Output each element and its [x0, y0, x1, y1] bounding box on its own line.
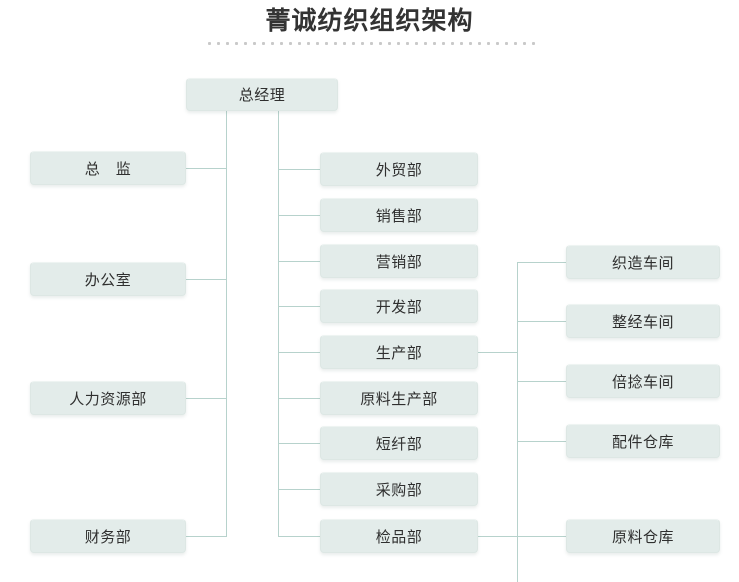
connector-mid-4	[278, 306, 321, 307]
node-raw-material-production[interactable]: 原料生产部	[320, 381, 478, 415]
node-warping-workshop[interactable]: 整经车间	[566, 304, 720, 338]
node-general-manager[interactable]: 总经理	[186, 78, 338, 111]
connector-right-1	[517, 262, 566, 263]
connector-trunk-left	[226, 111, 227, 536]
connector-right-bus	[517, 262, 518, 582]
node-twisting-workshop[interactable]: 倍捻车间	[566, 364, 720, 398]
node-inspection[interactable]: 检品部	[320, 519, 478, 553]
node-sales[interactable]: 销售部	[320, 198, 478, 232]
connector-trunk-right	[278, 111, 279, 536]
node-foreign-trade[interactable]: 外贸部	[320, 152, 478, 186]
node-office[interactable]: 办公室	[30, 262, 186, 296]
connector-mid-9	[278, 536, 321, 537]
connector-mid-3	[278, 261, 321, 262]
node-marketing[interactable]: 营销部	[320, 244, 478, 278]
connector-production-to-bus	[478, 352, 518, 353]
connector-mid-6	[278, 398, 321, 399]
connector-mid-2	[278, 215, 321, 216]
connector-left-2	[186, 279, 227, 280]
page-title: 菁诚纺织组织架构	[265, 7, 474, 35]
connector-right-2	[517, 321, 566, 322]
connector-inspection-to-warehouse	[478, 536, 566, 537]
connector-left-4	[186, 536, 227, 537]
connector-mid-1	[278, 169, 321, 170]
node-human-resources[interactable]: 人力资源部	[30, 381, 186, 415]
connector-right-4	[517, 441, 566, 442]
node-procurement[interactable]: 采购部	[320, 472, 478, 506]
node-parts-warehouse[interactable]: 配件仓库	[566, 424, 720, 458]
connector-left-3	[186, 398, 227, 399]
node-director[interactable]: 总 监	[30, 151, 186, 185]
node-weaving-workshop[interactable]: 织造车间	[566, 245, 720, 279]
connector-right-3	[517, 381, 566, 382]
connector-mid-8	[278, 489, 321, 490]
node-finance[interactable]: 财务部	[30, 519, 186, 553]
node-development[interactable]: 开发部	[320, 289, 478, 323]
node-raw-material-warehouse[interactable]: 原料仓库	[566, 519, 720, 553]
connector-left-1	[186, 168, 227, 169]
connector-mid-7	[278, 443, 321, 444]
connector-mid-5	[278, 352, 321, 353]
node-production[interactable]: 生产部	[320, 335, 478, 369]
title-dotted-underline	[204, 41, 535, 46]
node-short-fiber[interactable]: 短纤部	[320, 426, 478, 460]
